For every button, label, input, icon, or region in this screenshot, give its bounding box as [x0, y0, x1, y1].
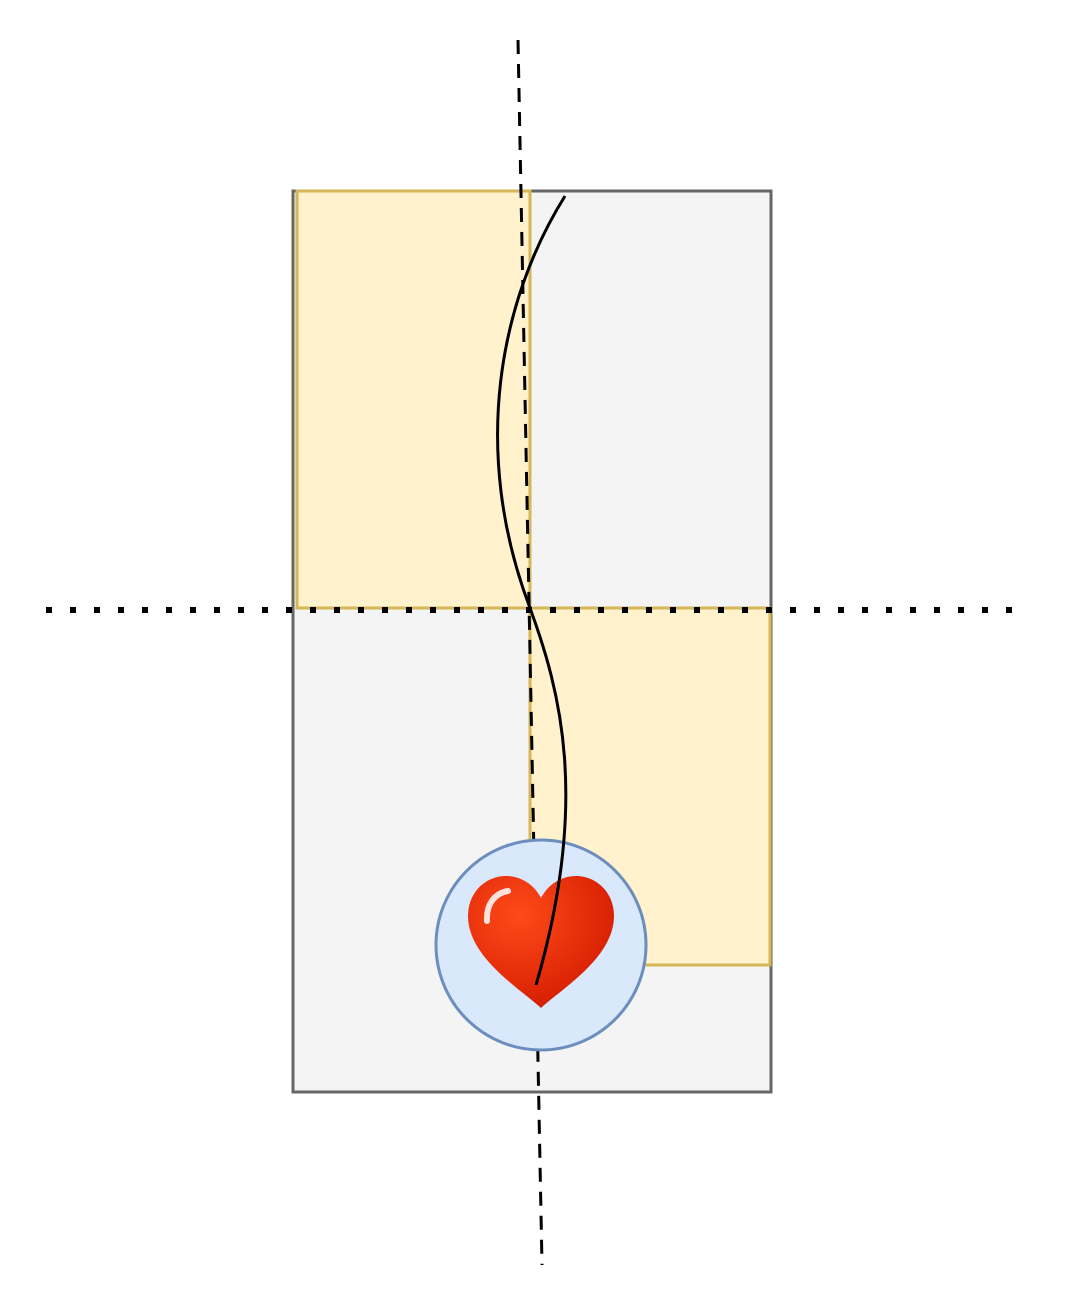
top-left-highlight-panel — [295, 189, 532, 610]
vertical-dashed-axis — [516, 39, 544, 1266]
red-heart-icon — [468, 876, 614, 1008]
s-curve-path — [496, 195, 568, 986]
